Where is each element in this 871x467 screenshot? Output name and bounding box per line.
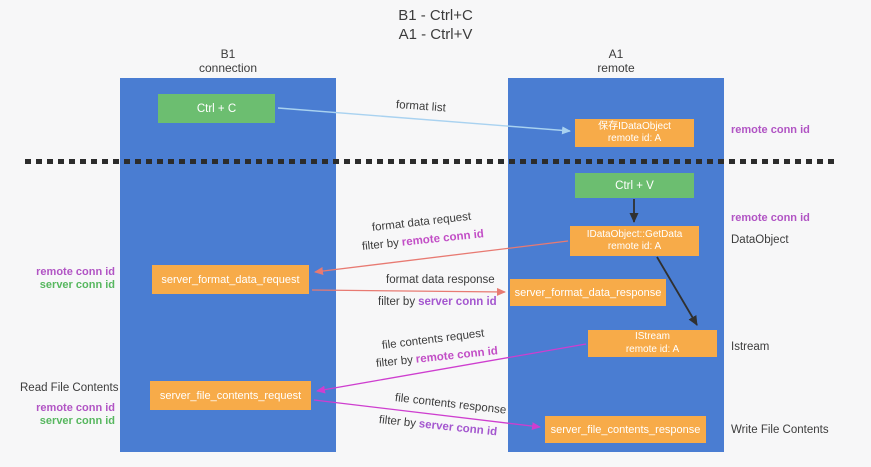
server-format-data-request-box: server_format_data_request: [152, 265, 309, 294]
ctrl-c-label: Ctrl + C: [196, 102, 237, 115]
server-file-contents-response-box: server_file_contents_response: [545, 416, 706, 443]
b1-file-conn-ids: remote conn id server conn id: [20, 402, 115, 428]
read-file-contents-label: Read File Contents: [20, 382, 119, 394]
getdata-line1: IDataObject::GetData: [586, 228, 683, 240]
column-name: A1: [608, 47, 624, 61]
ctrl-c-box: Ctrl + C: [158, 94, 275, 123]
ctrl-v-box: Ctrl + V: [575, 173, 694, 198]
server-conn-id-label: server conn id: [39, 415, 115, 427]
getdata-to-istream-arrow: [656, 256, 698, 326]
remote-conn-id-label: remote conn id: [731, 212, 810, 224]
remote-conn-id-label: remote conn id: [36, 402, 115, 414]
write-file-contents-label: Write File Contents: [731, 424, 829, 436]
a1-remote-conn-id-top: remote conn id: [731, 124, 810, 137]
column-header-a1: A1 remote: [508, 47, 724, 75]
ctrl-v-label: Ctrl + V: [615, 179, 654, 192]
title-line-1: B1 - Ctrl+C: [398, 7, 473, 24]
format-data-response-arrow: [311, 287, 506, 296]
format-list-arrow: [277, 107, 571, 135]
istream-line1: IStream: [634, 331, 670, 342]
server-file-contents-request-box: server_file_contents_request: [150, 381, 311, 410]
getdata-line2: remote id: A: [607, 241, 662, 252]
file-response-label: server_file_contents_response: [550, 423, 701, 436]
file-request-label: server_file_contents_request: [159, 389, 302, 402]
file-contents-request-arrow: [316, 343, 587, 394]
istream-box: IStream remote id: A: [588, 330, 717, 357]
title-line-2: A1 - Ctrl+V: [398, 26, 473, 43]
save-idataobject-line1: 保存IDataObject: [598, 120, 671, 132]
column-name: B1: [220, 47, 236, 61]
file-contents-response-arrow: [313, 399, 541, 431]
format-response-label: server_format_data_response: [514, 286, 662, 299]
istream-label: Istream: [731, 341, 770, 353]
format-data-response-label: format data response: [386, 274, 495, 286]
idataobject-getdata-box: IDataObject::GetData remote id: A: [570, 226, 699, 256]
server-format-data-response-box: server_format_data_response: [510, 279, 666, 306]
column-role: remote: [597, 61, 635, 75]
remote-conn-id-label: remote conn id: [36, 266, 115, 278]
format-data-request-arrow: [314, 240, 569, 275]
dataobject-label: DataObject: [731, 234, 789, 246]
server-conn-id-label: server conn id: [39, 279, 115, 291]
remote-conn-id-label: remote conn id: [731, 124, 810, 136]
column-header-b1: B1 connection: [120, 47, 336, 75]
format-request-label: server_format_data_request: [161, 273, 300, 286]
column-role: connection: [198, 61, 258, 75]
a1-remote-conn-id-mid: remote conn id: [731, 212, 810, 225]
istream-line2: remote id: A: [625, 343, 680, 355]
phase-separator-dashed-line: [25, 159, 838, 164]
save-idataobject-line2: remote id: A: [607, 133, 662, 144]
b1-format-conn-ids: remote conn id server conn id: [20, 266, 115, 292]
filter-by-text: filter by: [378, 296, 416, 308]
diagram-title: B1 - Ctrl+C A1 - Ctrl+V: [0, 6, 871, 44]
save-idataobject-box: 保存IDataObject remote id: A: [575, 119, 694, 147]
server-conn-id-text: server conn id: [418, 296, 497, 308]
